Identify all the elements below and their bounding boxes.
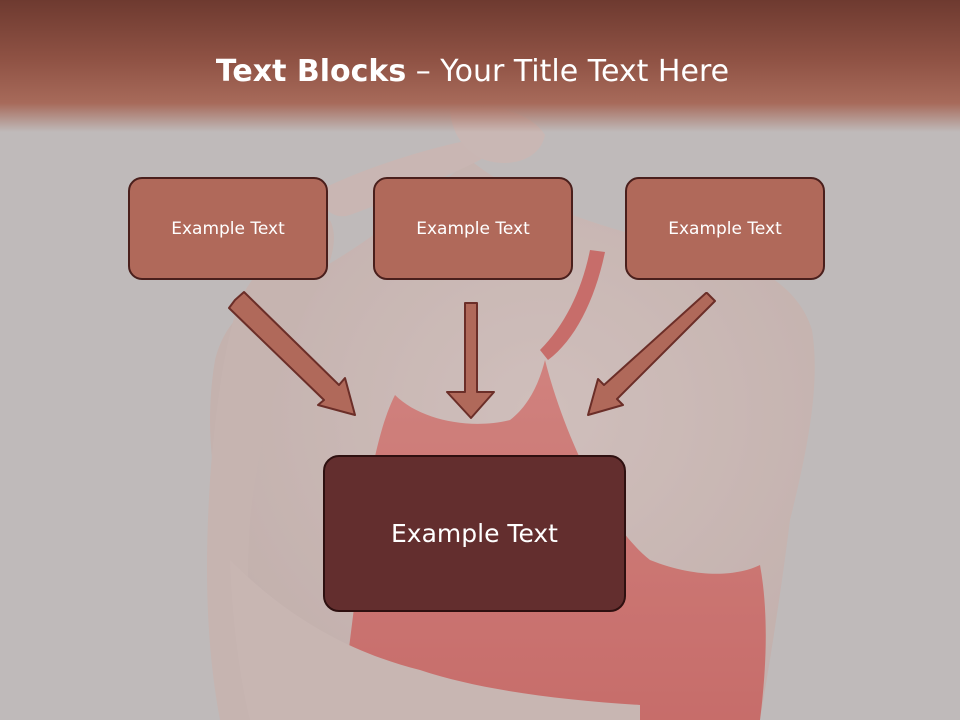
text-block-right-label: Example Text <box>668 218 782 239</box>
title-bold-part: Text Blocks <box>215 54 407 89</box>
text-block-center-label: Example Text <box>391 519 558 548</box>
text-block-center[interactable]: Example Text <box>323 455 626 612</box>
slide-title: Text Blocks – Your Title Text Here <box>0 54 945 89</box>
text-block-middle[interactable]: Example Text <box>373 177 573 280</box>
text-block-left-label: Example Text <box>171 218 285 239</box>
header-band <box>0 0 960 132</box>
text-block-middle-label: Example Text <box>416 218 530 239</box>
text-block-right[interactable]: Example Text <box>625 177 825 280</box>
title-rest-part: – Your Title Text Here <box>406 54 730 89</box>
text-block-left[interactable]: Example Text <box>128 177 328 280</box>
